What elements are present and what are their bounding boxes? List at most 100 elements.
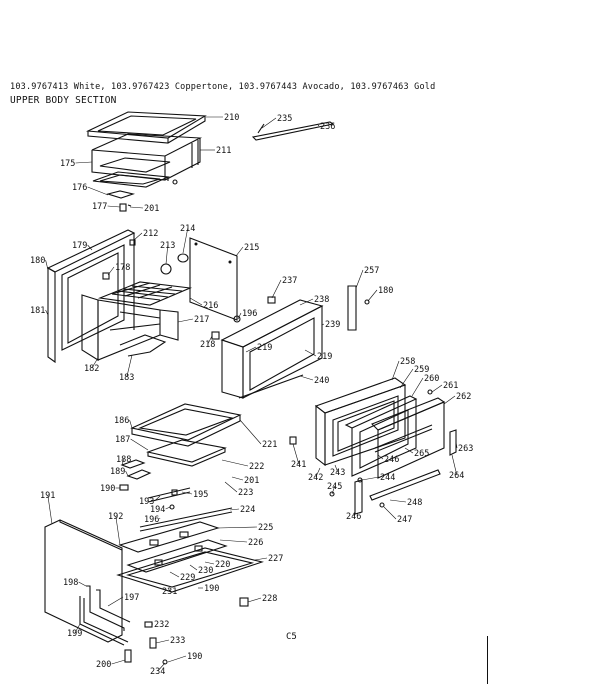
part-label-228: 228	[262, 594, 277, 604]
latch-212	[129, 239, 136, 246]
door-liner-262	[371, 397, 446, 479]
oven-bottom-box-217	[81, 294, 179, 361]
clip-188	[120, 459, 146, 469]
foot-200	[124, 649, 132, 663]
screw-234	[162, 659, 168, 665]
page-code: C5	[286, 632, 297, 642]
leader-line-181	[45, 309, 49, 316]
part-label-238: 238	[314, 295, 329, 305]
leader-line-175	[75, 161, 93, 164]
part-label-231: 231	[162, 587, 177, 597]
leader-line-217	[177, 318, 194, 323]
part-label-244: 244	[380, 473, 395, 483]
part-label-177: 177	[92, 202, 107, 212]
drawer-bracket-229	[126, 539, 228, 573]
part-label-241: 241	[291, 460, 306, 470]
part-label-247: 247	[397, 515, 412, 525]
leader-line-188	[121, 458, 125, 466]
hinge-218	[211, 331, 220, 340]
part-label-197: 197	[124, 593, 139, 603]
part-label-264: 264	[449, 471, 464, 481]
part-label-196b: 196	[144, 515, 159, 525]
leader-line-197	[107, 596, 124, 607]
leader-line-257	[355, 269, 364, 289]
part-label-211: 211	[216, 146, 231, 156]
strip-257	[347, 285, 357, 331]
part-label-227: 227	[268, 554, 283, 564]
leader-line-226	[219, 539, 248, 543]
leader-line-180b	[367, 289, 378, 302]
leader-line-262	[443, 395, 456, 405]
leader-line-214	[182, 227, 189, 254]
leader-line-212	[133, 232, 143, 241]
leader-line-199	[74, 623, 81, 634]
part-label-220: 220	[215, 560, 230, 570]
leader-line-245	[331, 485, 336, 495]
part-label-212: 212	[143, 229, 158, 239]
leader-line-183	[126, 354, 133, 378]
part-label-188: 188	[116, 455, 131, 465]
part-233	[149, 637, 157, 649]
door-frame-260	[344, 395, 418, 477]
part-label-243: 243	[330, 468, 345, 478]
leader-line-180a	[45, 259, 49, 271]
broiler-pan-186	[130, 403, 242, 447]
part-label-263: 263	[458, 444, 473, 454]
drawer-front-191	[44, 519, 123, 643]
part-label-259: 259	[414, 365, 429, 375]
leader-line-231	[167, 587, 171, 592]
part-label-233: 233	[170, 636, 185, 646]
leader-line-200	[111, 659, 126, 665]
element-183	[119, 334, 167, 357]
part-label-239: 239	[325, 320, 340, 330]
part-label-242: 242	[308, 473, 323, 483]
part-label-225: 225	[258, 523, 273, 533]
screw-177	[119, 203, 132, 212]
leader-line-221	[239, 419, 262, 445]
part-label-245: 245	[327, 482, 342, 492]
leader-line-228	[247, 597, 262, 603]
part-label-214: 214	[180, 224, 195, 234]
part-label-199: 199	[67, 629, 82, 639]
part-label-261: 261	[443, 381, 458, 391]
leader-line-246b	[353, 511, 356, 517]
leader-line-193	[154, 495, 161, 502]
model-list: 103.9767413 White, 103.9767423 Copperton…	[10, 82, 436, 92]
leader-line-182	[91, 357, 99, 369]
leader-line-201b	[231, 476, 244, 481]
leader-line-244	[361, 476, 380, 481]
leader-line-213	[165, 244, 169, 265]
part-label-190b: 190	[204, 584, 219, 594]
part-232	[144, 621, 153, 628]
leader-line-258	[391, 360, 400, 381]
part-label-201b: 201	[244, 476, 259, 486]
handle-197	[86, 585, 131, 631]
part-label-180a: 180	[30, 256, 45, 266]
trim-199	[79, 596, 129, 646]
leader-line-223	[224, 481, 238, 493]
part-label-193: 193	[139, 497, 154, 507]
part-189	[126, 469, 152, 480]
hinge-237	[267, 296, 276, 304]
part-label-224: 224	[240, 505, 255, 515]
part-label-219b: 219	[317, 352, 332, 362]
leader-line-194	[165, 506, 171, 510]
part-label-196a: 196	[242, 309, 257, 319]
part-label-192: 192	[108, 512, 123, 522]
leader-line-216	[189, 297, 203, 306]
part-label-180b: 180	[378, 286, 393, 296]
leader-line-218	[207, 335, 213, 345]
leader-line-233	[155, 639, 170, 644]
part-label-218: 218	[200, 340, 215, 350]
clip-241	[289, 436, 297, 445]
knob-213	[160, 263, 172, 275]
leader-line-187	[130, 438, 149, 451]
part-label-234: 234	[150, 667, 165, 677]
leader-line-260	[411, 377, 424, 397]
part-label-246b: 246	[346, 512, 361, 522]
screw-193	[171, 489, 178, 496]
screw-180b	[364, 299, 370, 305]
part-label-216: 216	[203, 301, 218, 311]
leader-line-198	[78, 581, 87, 587]
part-label-200: 200	[96, 660, 111, 670]
